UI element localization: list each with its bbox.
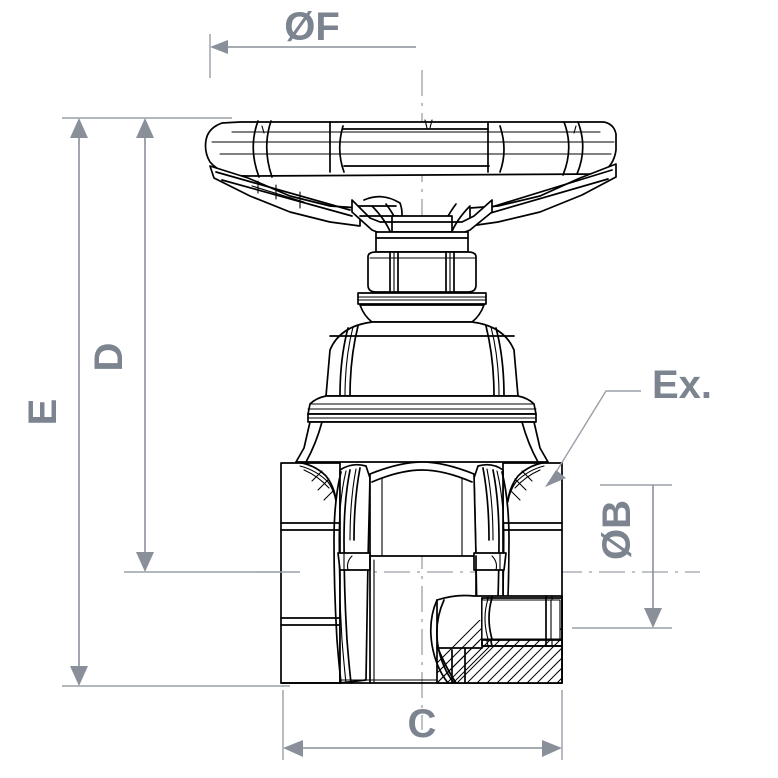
d-arrow-top [136, 118, 154, 138]
annotation-label-ex: Ex. [652, 363, 712, 407]
ex-leader-arrow [545, 470, 566, 487]
ex-leader-line [552, 390, 641, 478]
annotation-ex: Ex. [545, 363, 712, 487]
valve-assembly [204, 119, 617, 684]
dimension-c: C [282, 690, 563, 760]
bonnet-body-joint [295, 413, 549, 463]
of-arrow-left [210, 40, 228, 54]
dimension-label-of: ØF [284, 5, 340, 49]
dimension-label-ob: ØB [595, 500, 639, 560]
dimension-label-c: C [408, 702, 437, 746]
section-cutaway [429, 594, 563, 684]
dimension-ob: ØB [572, 484, 672, 629]
section-hatching-wedge [438, 639, 491, 683]
handwheel [204, 119, 617, 241]
dimension-d: D [87, 118, 300, 573]
c-arrow-right [542, 740, 562, 757]
stem-nut [367, 251, 477, 293]
dimension-of: ØF [209, 5, 416, 78]
e-arrow-bottom [70, 666, 88, 686]
dimension-label-e: E [21, 399, 65, 426]
ob-arrow-bottom [644, 608, 662, 628]
c-arrow-left [283, 740, 303, 757]
e-arrow-top [70, 118, 88, 138]
dimension-e: E [21, 118, 290, 687]
d-arrow-bottom [136, 552, 154, 572]
dimension-label-d: D [87, 343, 131, 372]
gland-bonnet [307, 292, 537, 415]
